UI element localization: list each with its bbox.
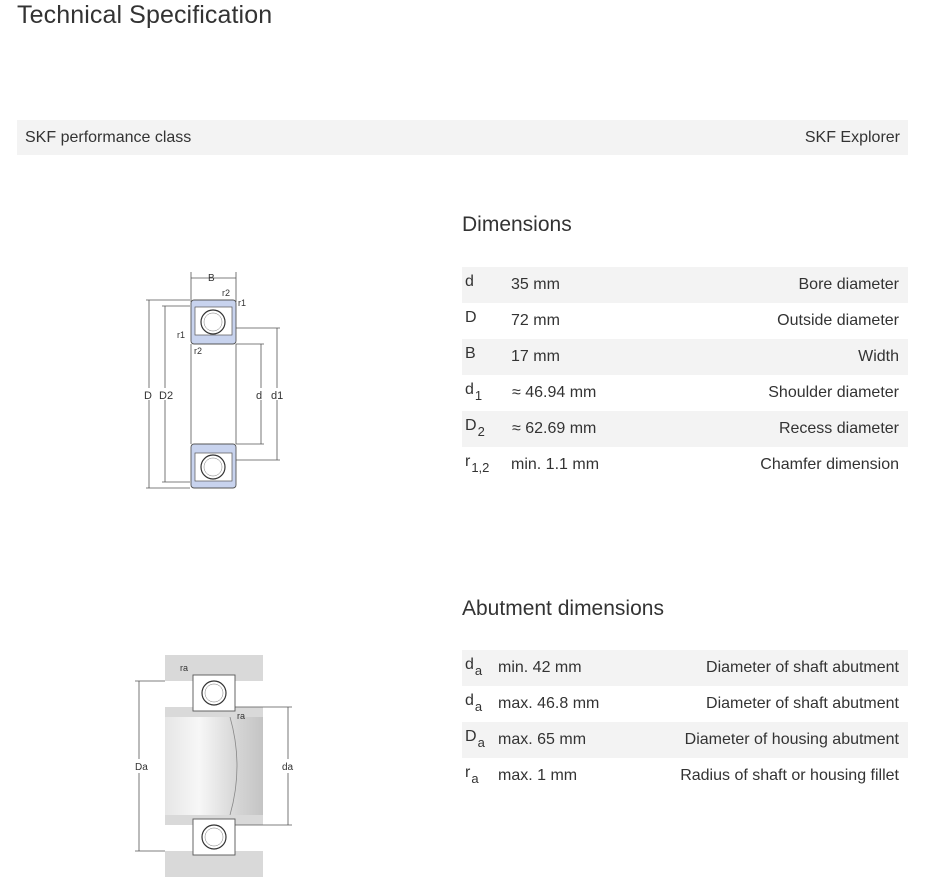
table-row: da min. 42 mm Diameter of shaft abutment — [462, 650, 908, 686]
symbol: r1,2 — [465, 453, 490, 475]
abutment-title: Abutment dimensions — [462, 597, 664, 620]
dimensions-table: d 35 mm Bore diameter D 72 mm Outside di… — [462, 267, 908, 483]
value: max. 46.8 mm — [498, 695, 600, 712]
symbol: d — [465, 273, 474, 290]
symbol: da — [465, 656, 483, 678]
symbol: D2 — [465, 417, 485, 439]
description: Radius of shaft or housing fillet — [680, 767, 899, 784]
value: min. 42 mm — [498, 659, 582, 676]
description: Diameter of shaft abutment — [706, 695, 899, 712]
label-da: da — [282, 762, 294, 773]
value: ≈ 46.94 mm — [512, 384, 597, 401]
description: Shoulder diameter — [768, 384, 899, 401]
symbol: B — [465, 345, 476, 362]
description: Diameter of housing abutment — [684, 731, 899, 748]
description: Bore diameter — [798, 276, 900, 293]
symbol: Da — [465, 728, 485, 750]
label-B: B — [208, 273, 215, 284]
label-ra-top: ra — [180, 663, 188, 673]
performance-class-bar: SKF performance class SKF Explorer — [17, 120, 908, 155]
performance-class-value: SKF Explorer — [804, 128, 900, 146]
label-Da: Da — [135, 762, 148, 773]
table-row: D 72 mm Outside diameter — [462, 303, 908, 339]
value: min. 1.1 mm — [511, 456, 600, 473]
label-r2-top: r2 — [222, 288, 230, 298]
table-row: da max. 46.8 mm Diameter of shaft abutme… — [462, 686, 908, 722]
description: Chamfer dimension — [760, 456, 899, 473]
table-row: B 17 mm Width — [462, 339, 908, 375]
table-row: D2 ≈ 62.69 mm Recess diameter — [462, 411, 908, 447]
table-row: d 35 mm Bore diameter — [462, 267, 908, 303]
symbol: d1 — [465, 381, 483, 403]
label-D2: D2 — [159, 390, 173, 402]
abutment-table: da min. 42 mm Diameter of shaft abutment… — [462, 650, 908, 794]
label-r1-top: r1 — [238, 298, 246, 308]
abutment-dimensions-drawing: ra ra Da da — [130, 655, 300, 877]
label-d1: d1 — [271, 390, 283, 402]
label-ra-mid: ra — [237, 711, 245, 721]
value: ≈ 62.69 mm — [512, 420, 597, 437]
table-row: Da max. 65 mm Diameter of housing abutme… — [462, 722, 908, 758]
page-title: Technical Specification — [17, 1, 273, 29]
dimensions-title: Dimensions — [462, 213, 572, 236]
bearing-dimensions-drawing: B r2 r1 r1 r2 D D2 d d1 — [140, 268, 300, 496]
description: Diameter of shaft abutment — [706, 659, 899, 676]
description: Recess diameter — [778, 420, 899, 437]
table-row: ra max. 1 mm Radius of shaft or housing … — [462, 758, 908, 794]
description: Outside diameter — [777, 312, 899, 329]
value: 17 mm — [511, 348, 560, 365]
symbol: da — [465, 692, 483, 714]
value: 35 mm — [511, 276, 560, 293]
label-r2-mid: r2 — [194, 346, 202, 356]
value: 72 mm — [511, 312, 560, 329]
label-D: D — [144, 390, 152, 402]
label-d: d — [256, 390, 262, 402]
value: max. 1 mm — [498, 767, 578, 784]
label-r1-left: r1 — [177, 330, 185, 340]
symbol: D — [465, 309, 477, 326]
table-row: r1,2 min. 1.1 mm Chamfer dimension — [462, 447, 908, 483]
description: Width — [858, 348, 899, 365]
performance-class-label: SKF performance class — [25, 128, 192, 146]
value: max. 65 mm — [498, 731, 587, 748]
table-row: d1 ≈ 46.94 mm Shoulder diameter — [462, 375, 908, 411]
symbol: ra — [465, 764, 479, 786]
